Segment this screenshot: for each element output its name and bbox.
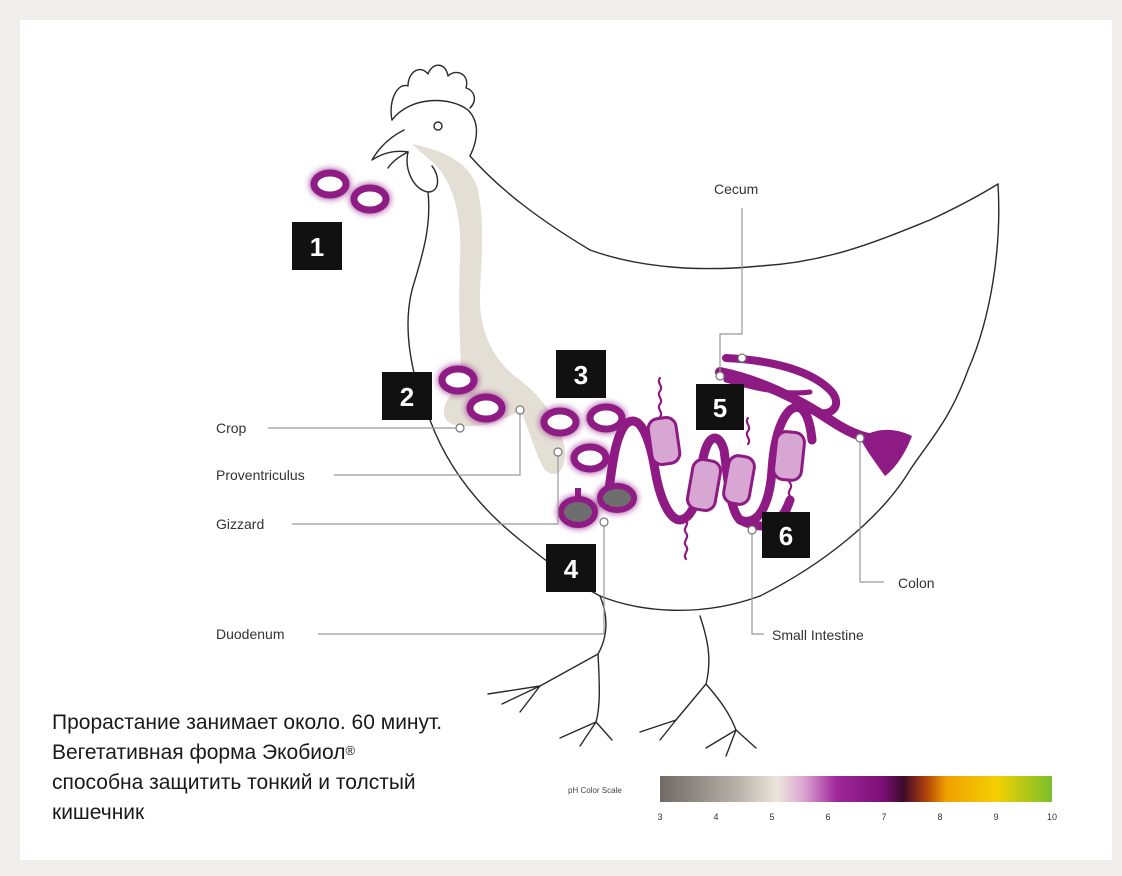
ph-tick: 7	[881, 812, 886, 822]
label-crop: Crop	[216, 420, 247, 436]
label-duodenum: Duodenum	[216, 626, 285, 642]
gizzard-spores	[561, 486, 634, 525]
spore	[314, 173, 346, 195]
label-small-intestine: Small Intestine	[772, 627, 864, 643]
caption-text: Прорастание занимает около. 60 минут. Ве…	[52, 708, 492, 828]
svg-text:1: 1	[310, 232, 324, 262]
ph-color-scale: pH Color Scale 3 4 5 6 7 8 9 10	[568, 776, 1057, 822]
colon-end-shape	[860, 430, 912, 476]
ph-tick: 8	[937, 812, 942, 822]
step-badge-2: 2	[382, 372, 432, 420]
svg-text:5: 5	[713, 393, 727, 423]
spore	[442, 369, 474, 391]
caption-line-1: Прорастание занимает около. 60 минут.	[52, 708, 492, 738]
spore	[470, 397, 502, 419]
vegetative-cell	[647, 416, 681, 465]
label-colon: Colon	[898, 575, 935, 591]
caption-line-2: Вегетативная форма Экобиол®	[52, 738, 492, 768]
label-gizzard: Gizzard	[216, 516, 264, 532]
ph-tick: 5	[769, 812, 774, 822]
spore	[574, 447, 606, 469]
ph-tick: 10	[1047, 812, 1057, 822]
svg-text:2: 2	[400, 382, 414, 412]
spore	[544, 411, 576, 433]
ph-scale-bar	[660, 776, 1052, 802]
gizzard-spore	[561, 499, 595, 525]
registered-mark: ®	[345, 743, 355, 758]
ph-scale-title: pH Color Scale	[568, 786, 622, 795]
svg-text:3: 3	[574, 360, 588, 390]
ph-tick: 4	[713, 812, 718, 822]
ph-tick: 3	[657, 812, 662, 822]
label-cecum: Cecum	[714, 181, 758, 197]
svg-text:6: 6	[779, 521, 793, 551]
step-badge-5: 5	[696, 384, 744, 430]
gizzard-spore	[600, 486, 634, 510]
spore	[354, 188, 386, 210]
vegetative-cell	[773, 431, 806, 482]
svg-text:4: 4	[564, 554, 579, 584]
spore	[590, 407, 622, 429]
label-proventriculus: Proventriculus	[216, 467, 305, 483]
step-badge-4: 4	[546, 544, 596, 592]
step-badge-6: 6	[762, 512, 810, 558]
ph-tick: 9	[993, 812, 998, 822]
vegetative-cell	[686, 458, 722, 512]
eye-icon	[434, 122, 442, 130]
step-badge-3: 3	[556, 350, 606, 398]
step-badge-1: 1	[292, 222, 342, 270]
caption-line-2-text: Вегетативная форма Экобиол	[52, 741, 345, 764]
caption-line-3: способна защитить тонкий и толстый кишеч…	[52, 768, 492, 828]
ph-tick: 6	[825, 812, 830, 822]
